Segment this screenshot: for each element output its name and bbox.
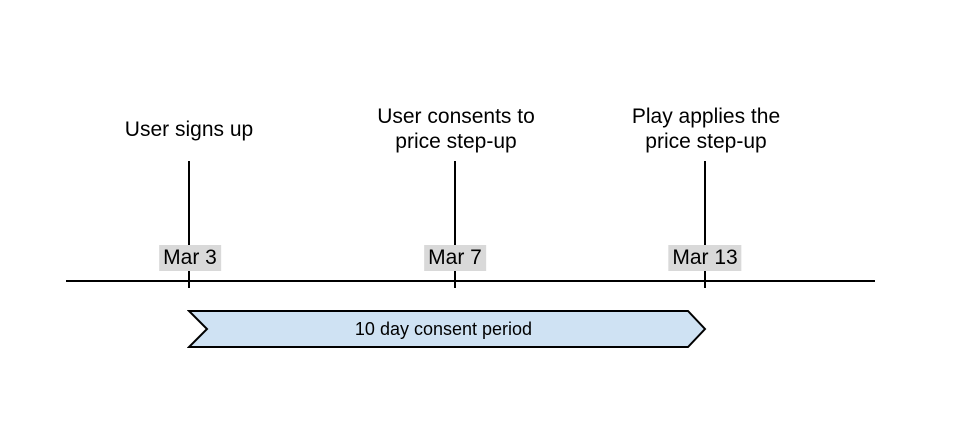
consent-period-band — [187, 310, 707, 348]
event-label-line: User signs up — [124, 117, 254, 141]
event-label-line: price step-up — [645, 130, 767, 153]
event-label-line: Play applies the — [631, 105, 781, 128]
date-chip-mar3: Mar 3 — [159, 245, 221, 271]
event-label-line: User consents to — [377, 105, 535, 128]
event-tick-mar7 — [454, 161, 456, 288]
event-tick-mar3 — [188, 161, 190, 288]
event-tick-mar13 — [704, 161, 706, 288]
event-label-line: price step-up — [395, 130, 517, 153]
date-chip-mar13: Mar 13 — [668, 245, 742, 271]
event-label-play-applies: Play applies the price step-up — [632, 100, 780, 158]
event-label-user-consents: User consents to price step-up — [377, 100, 535, 158]
consent-period-band-shape — [187, 310, 707, 348]
event-label-user-signs-up: User signs up — [125, 100, 253, 158]
consent-period-label: 10 day consent period — [354, 318, 533, 339]
date-chip-mar7: Mar 7 — [424, 245, 486, 271]
timeline-axis — [66, 280, 875, 282]
